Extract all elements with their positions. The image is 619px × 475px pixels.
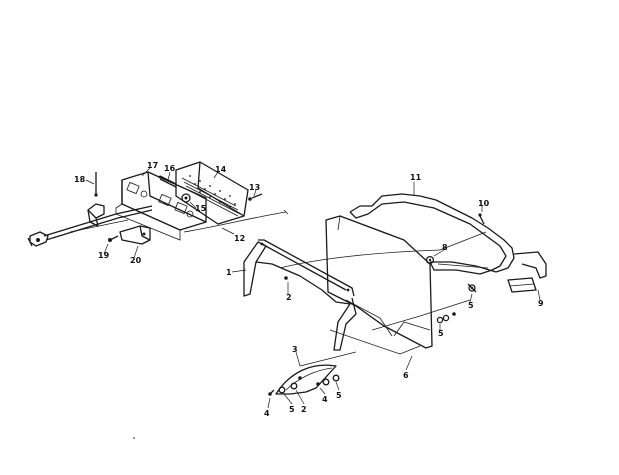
callout-leaders-lower xyxy=(267,381,340,409)
callout-17: 17 xyxy=(147,161,158,170)
part-14-grille xyxy=(175,161,249,225)
callout-8: 8 xyxy=(442,243,448,252)
callout-5-lower: 5 xyxy=(289,405,295,414)
part-20-bracket xyxy=(87,203,151,245)
callout-12: 12 xyxy=(234,234,245,243)
callout-11: 11 xyxy=(410,173,422,182)
callout-14: 14 xyxy=(215,165,227,174)
part-5-nut-right xyxy=(467,283,477,293)
callout-15: 15 xyxy=(195,204,207,213)
callout-1: 1 xyxy=(226,268,232,277)
part-9-bracket xyxy=(507,251,547,293)
stray-mark xyxy=(133,437,135,439)
part-3-cover xyxy=(275,364,337,395)
part-11-cowl xyxy=(349,193,515,275)
callout-5-lower-right: 5 xyxy=(336,391,342,400)
fasteners-lower xyxy=(268,374,340,396)
callout-5-mid: 5 xyxy=(438,329,444,338)
callout-2-lower: 2 xyxy=(301,405,307,414)
part-1-frame xyxy=(243,239,357,351)
callout-18: 18 xyxy=(74,175,86,184)
callout-3: 3 xyxy=(292,345,298,354)
t-handle xyxy=(27,231,49,247)
callouts: 18 17 16 14 13 15 12 19 20 1 2 11 10 8 9… xyxy=(74,161,544,418)
callout-10: 10 xyxy=(478,199,490,208)
fasteners-windshield xyxy=(436,312,456,324)
part-13-screw xyxy=(248,193,263,201)
part-6-windshield xyxy=(325,215,433,349)
part-18-pin xyxy=(94,172,98,197)
part-2-screw-upper xyxy=(284,276,288,280)
part-12-cable xyxy=(183,209,289,233)
callout-9: 9 xyxy=(538,299,544,308)
choke-rod xyxy=(43,205,153,241)
callout-20: 20 xyxy=(130,256,142,265)
part-17-housing xyxy=(115,171,207,241)
callout-4-right: 4 xyxy=(322,395,328,404)
callout-16: 16 xyxy=(164,164,176,173)
callout-2-upper: 2 xyxy=(286,293,292,302)
callout-4-left: 4 xyxy=(264,409,270,418)
callout-19: 19 xyxy=(98,251,110,260)
leader-lines xyxy=(279,231,487,367)
part-10-screw xyxy=(478,213,485,225)
callout-13: 13 xyxy=(249,183,260,192)
part-8-nut xyxy=(425,255,435,265)
callout-5-right: 5 xyxy=(468,301,474,310)
callout-leaders xyxy=(85,167,541,371)
callout-6: 6 xyxy=(403,371,409,380)
part-19-screw xyxy=(108,235,119,242)
